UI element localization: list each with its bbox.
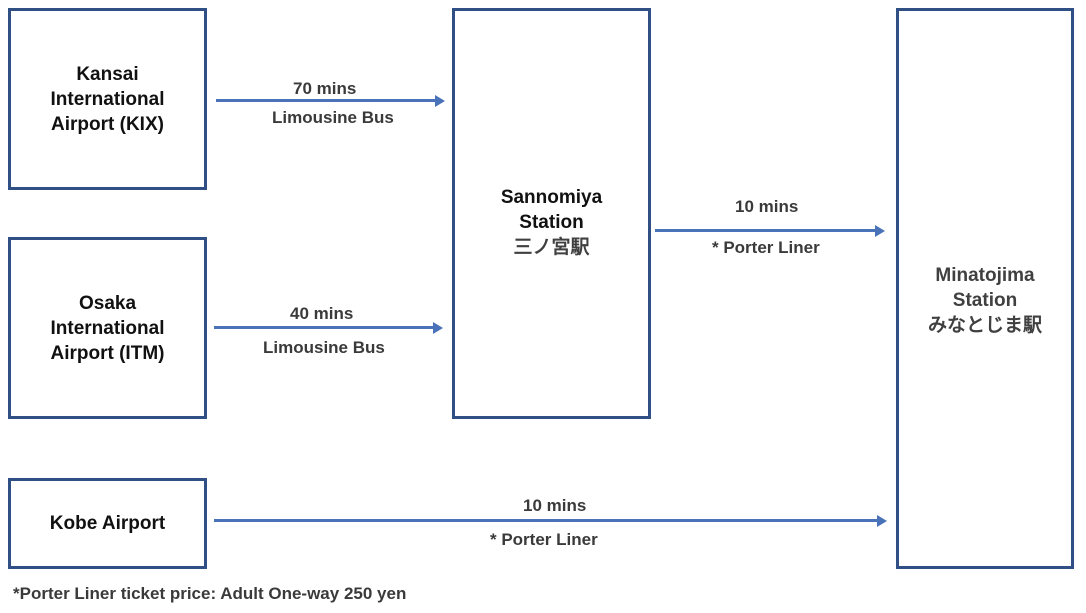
arrow-kix-sannomiya bbox=[216, 94, 445, 107]
edge-itm-mode: Limousine Bus bbox=[263, 338, 385, 357]
edge-kobe-mode: * Porter Liner bbox=[490, 530, 598, 549]
edge-sannomiya-time: 10 mins bbox=[735, 197, 799, 216]
arrow-itm-sannomiya bbox=[214, 321, 443, 334]
edge-sannomiya-mode: * Porter Liner bbox=[712, 238, 820, 257]
node-minatojima: Minatojima Station みなとじま駅 bbox=[896, 8, 1074, 569]
node-sannomiya: Sannomiya Station 三ノ宮駅 bbox=[452, 8, 651, 419]
edge-kobe-time: 10 mins bbox=[523, 496, 587, 515]
node-itm: Osaka International Airport (ITM) bbox=[8, 237, 207, 419]
node-kobe-label: Kobe Airport bbox=[49, 513, 166, 534]
arrow-sannomiya-minatojima bbox=[655, 224, 885, 237]
node-minatojima-label: Minatojima Station みなとじま駅 bbox=[927, 265, 1042, 336]
node-itm-label: Osaka International Airport (ITM) bbox=[50, 292, 165, 364]
edge-itm-time: 40 mins bbox=[290, 304, 354, 323]
node-kobe: Kobe Airport bbox=[8, 478, 207, 569]
node-sannomiya-label: Sannomiya Station 三ノ宮駅 bbox=[500, 187, 603, 258]
node-kix-label: Kansai International Airport (KIX) bbox=[50, 63, 165, 135]
arrow-head bbox=[877, 514, 887, 527]
edge-kix-mode: Limousine Bus bbox=[272, 108, 394, 127]
arrow-head bbox=[875, 224, 885, 237]
edge-kix-time: 70 mins bbox=[293, 79, 357, 98]
node-kix: Kansai International Airport (KIX) bbox=[8, 8, 207, 190]
arrow-head bbox=[433, 321, 443, 334]
footnote: *Porter Liner ticket price: Adult One-wa… bbox=[13, 584, 407, 603]
arrow-head bbox=[435, 94, 445, 107]
arrow-kobe-minatojima bbox=[214, 514, 887, 527]
